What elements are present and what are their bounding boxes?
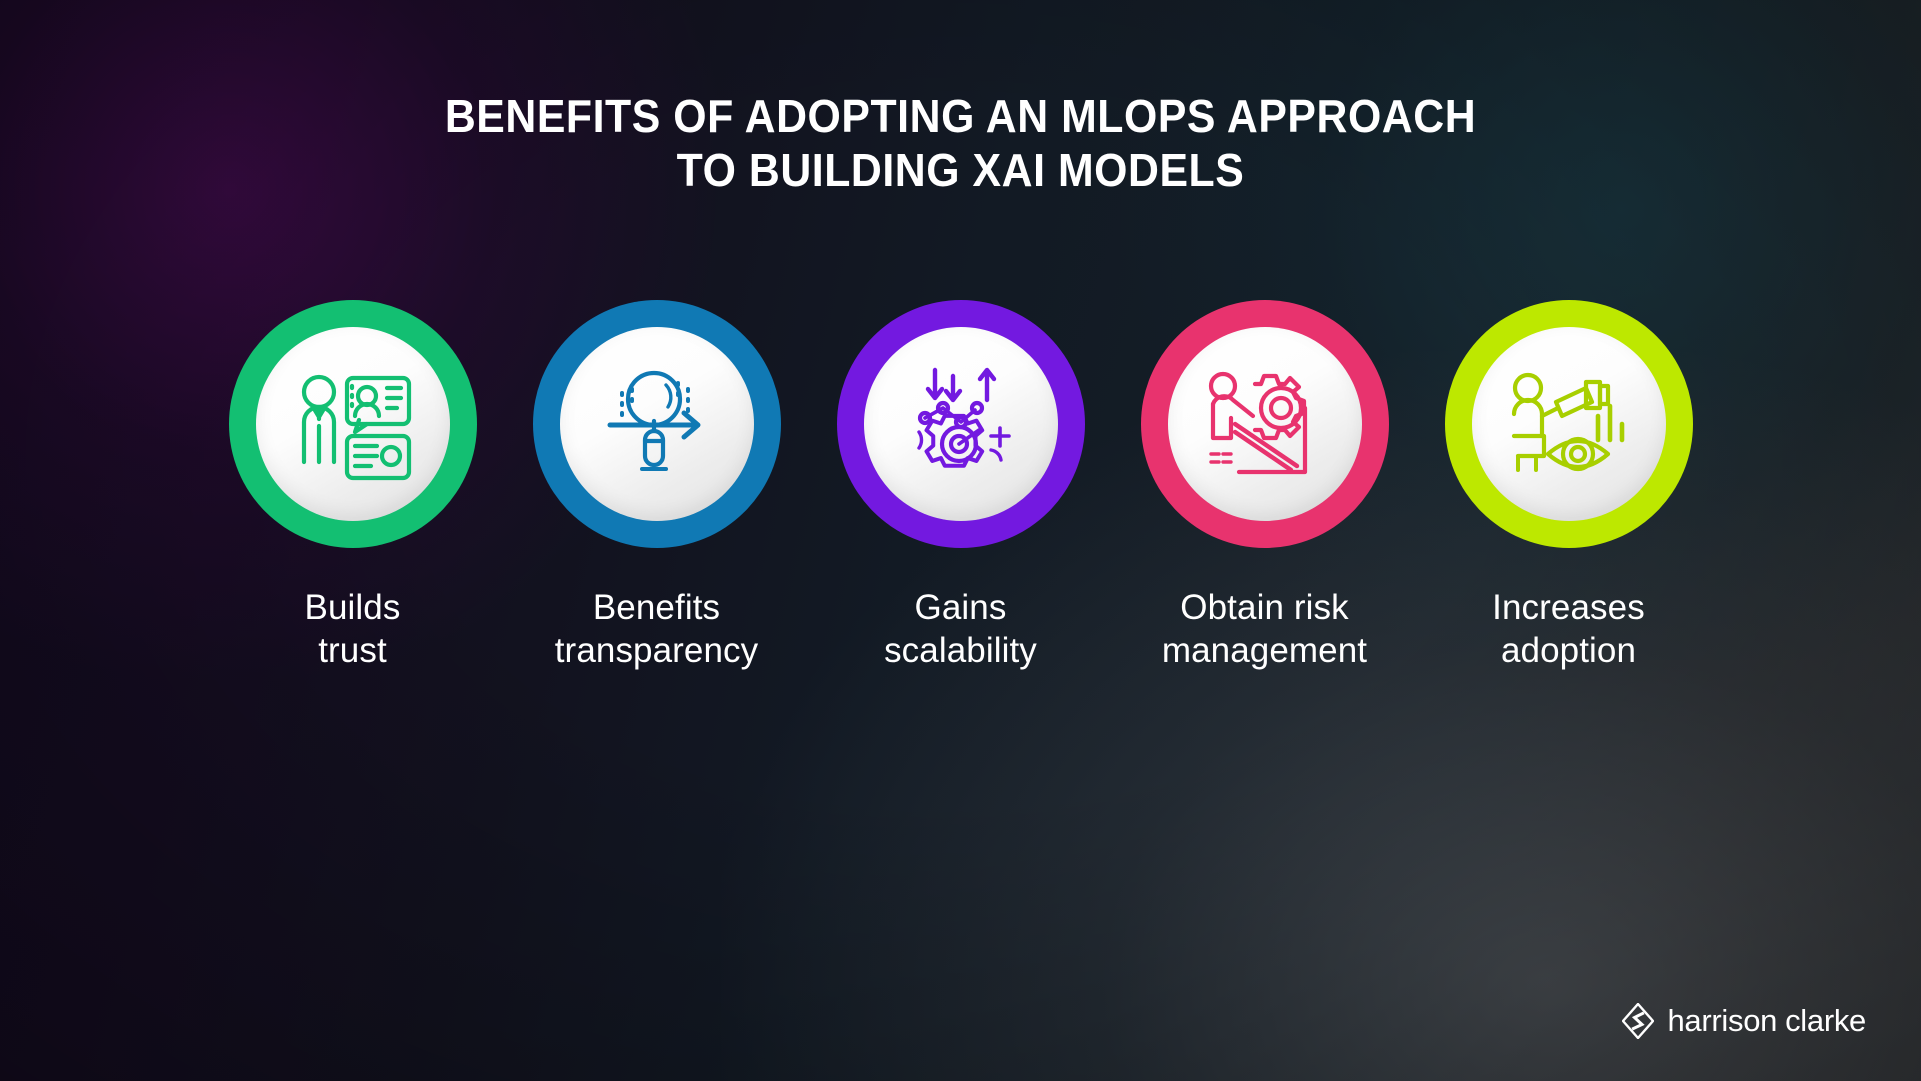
benefit-card-gains-scalability[interactable]: Gains scalability — [836, 300, 1086, 673]
benefit-label-2: Benefits transparency — [555, 586, 759, 673]
benefit-icon-disc-2 — [559, 327, 754, 521]
benefit-label-3-line1: Gains — [914, 588, 1007, 627]
diamond-s-logo-icon — [1622, 1003, 1655, 1039]
benefit-icon-disc-1 — [255, 327, 450, 521]
person-telescope-eye-icon — [1511, 372, 1624, 472]
benefit-card-builds-trust[interactable]: Builds trust — [228, 300, 478, 673]
person-profile-cards-icon — [301, 374, 411, 481]
benefit-ring-2 — [532, 300, 781, 548]
benefit-ring-1 — [228, 300, 477, 548]
benefit-label-5-line2: adoption — [1500, 631, 1637, 671]
benefit-icon-disc-5 — [1471, 327, 1666, 521]
benefit-icon-disc-3 — [863, 327, 1058, 521]
benefit-icon-disc-4 — [1167, 327, 1362, 521]
benefit-label-4: Obtain risk management — [1162, 586, 1367, 673]
title-line-2: TO BUILDING XAI MODELS — [676, 143, 1245, 196]
benefit-label-5: Increases adoption — [1492, 586, 1645, 673]
benefit-card-benefits-transparency[interactable]: Benefits transparency — [532, 300, 782, 673]
benefit-card-obtain-risk-management[interactable]: Obtain risk management — [1140, 300, 1390, 673]
benefit-ring-5 — [1444, 300, 1693, 548]
benefit-label-3-line2: scalability — [884, 631, 1037, 671]
benefit-label-2-line2: transparency — [554, 631, 759, 671]
benefit-label-1-line1: Builds — [304, 588, 401, 627]
benefits-row: Builds trust — [50, 300, 1871, 673]
gear-arrows-network-icon — [916, 367, 1011, 468]
title-line-1: BENEFITS OF ADOPTING AN MLOPS APPROACH — [444, 90, 1477, 142]
benefit-label-4-line2: management — [1161, 631, 1368, 671]
brand-word-1: harrison — [1667, 1003, 1778, 1038]
benefit-label-2-line1: Benefits — [592, 588, 721, 627]
benefit-label-5-line1: Increases — [1492, 588, 1645, 627]
brand-word-2: clarke — [1785, 1003, 1866, 1038]
benefit-label-4-line1: Obtain risk — [1180, 588, 1349, 627]
magnifier-arrow-icon — [607, 370, 700, 471]
benefit-label-1: Builds trust — [305, 586, 401, 673]
person-gear-chart-icon — [1208, 371, 1307, 475]
benefit-label-1-line2: trust — [318, 631, 387, 671]
benefit-card-increases-adoption[interactable]: Increases adoption — [1444, 300, 1694, 673]
benefit-ring-4 — [1140, 300, 1389, 548]
benefit-label-3: Gains scalability — [884, 586, 1037, 673]
benefit-ring-3 — [836, 300, 1085, 548]
page-title: BENEFITS OF ADOPTING AN MLOPS APPROACH T… — [0, 90, 1921, 198]
